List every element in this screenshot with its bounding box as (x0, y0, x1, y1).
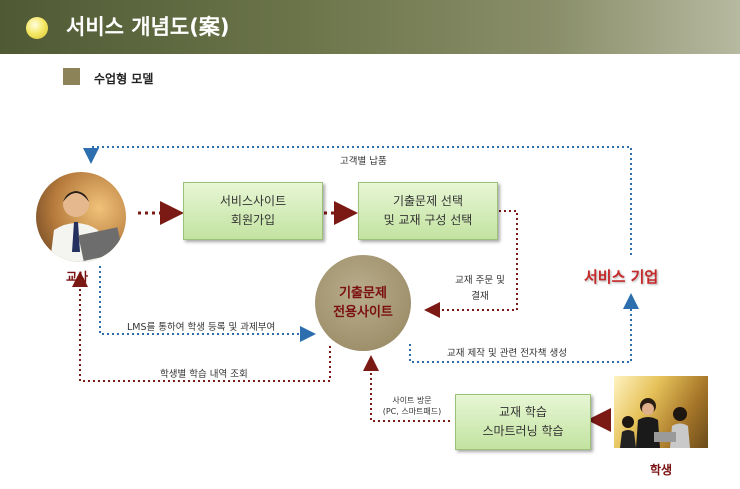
student-photo (614, 376, 708, 448)
study-box: 교재 학습 스마트러닝 학습 (455, 394, 591, 450)
arrow-select-to-hub (424, 210, 518, 318)
delivery-label: 고객별 납품 (340, 156, 387, 167)
hub-circle: 기출문제 전용사이트 (315, 255, 411, 351)
history-label: 학생별 학습 내역 조회 (160, 369, 248, 380)
order-label: 교재 주문 및 결재 (455, 275, 505, 302)
section-subtitle: 수업형 모델 (94, 72, 154, 86)
company-label: 서비스 기업 (584, 268, 659, 286)
signup-box: 서비스사이트 회원가입 (183, 182, 323, 240)
arrow-study-to-hub (363, 355, 450, 422)
teacher-label: 교사 (66, 270, 89, 284)
title-bullet-icon (26, 17, 48, 39)
arrow-hub-to-company (409, 293, 639, 363)
student-label: 학생 (650, 463, 673, 477)
header-bar: 서비스 개념도(案) (0, 0, 740, 54)
production-label: 교재 제작 및 관련 전자책 생성 (447, 348, 567, 359)
page-title: 서비스 개념도(案) (66, 15, 230, 39)
lms-label: LMS를 통하여 학생 등록 및 과제부여 (127, 322, 276, 333)
select-box: 기출문제 선택 및 교재 구성 선택 (358, 182, 498, 240)
teacher-photo (36, 172, 126, 262)
visit-label: 사이트 방문 (PC, 스마트패드) (382, 396, 442, 416)
section-bullet-icon (63, 68, 80, 85)
arrow-hub-to-teacher-history (72, 271, 331, 382)
